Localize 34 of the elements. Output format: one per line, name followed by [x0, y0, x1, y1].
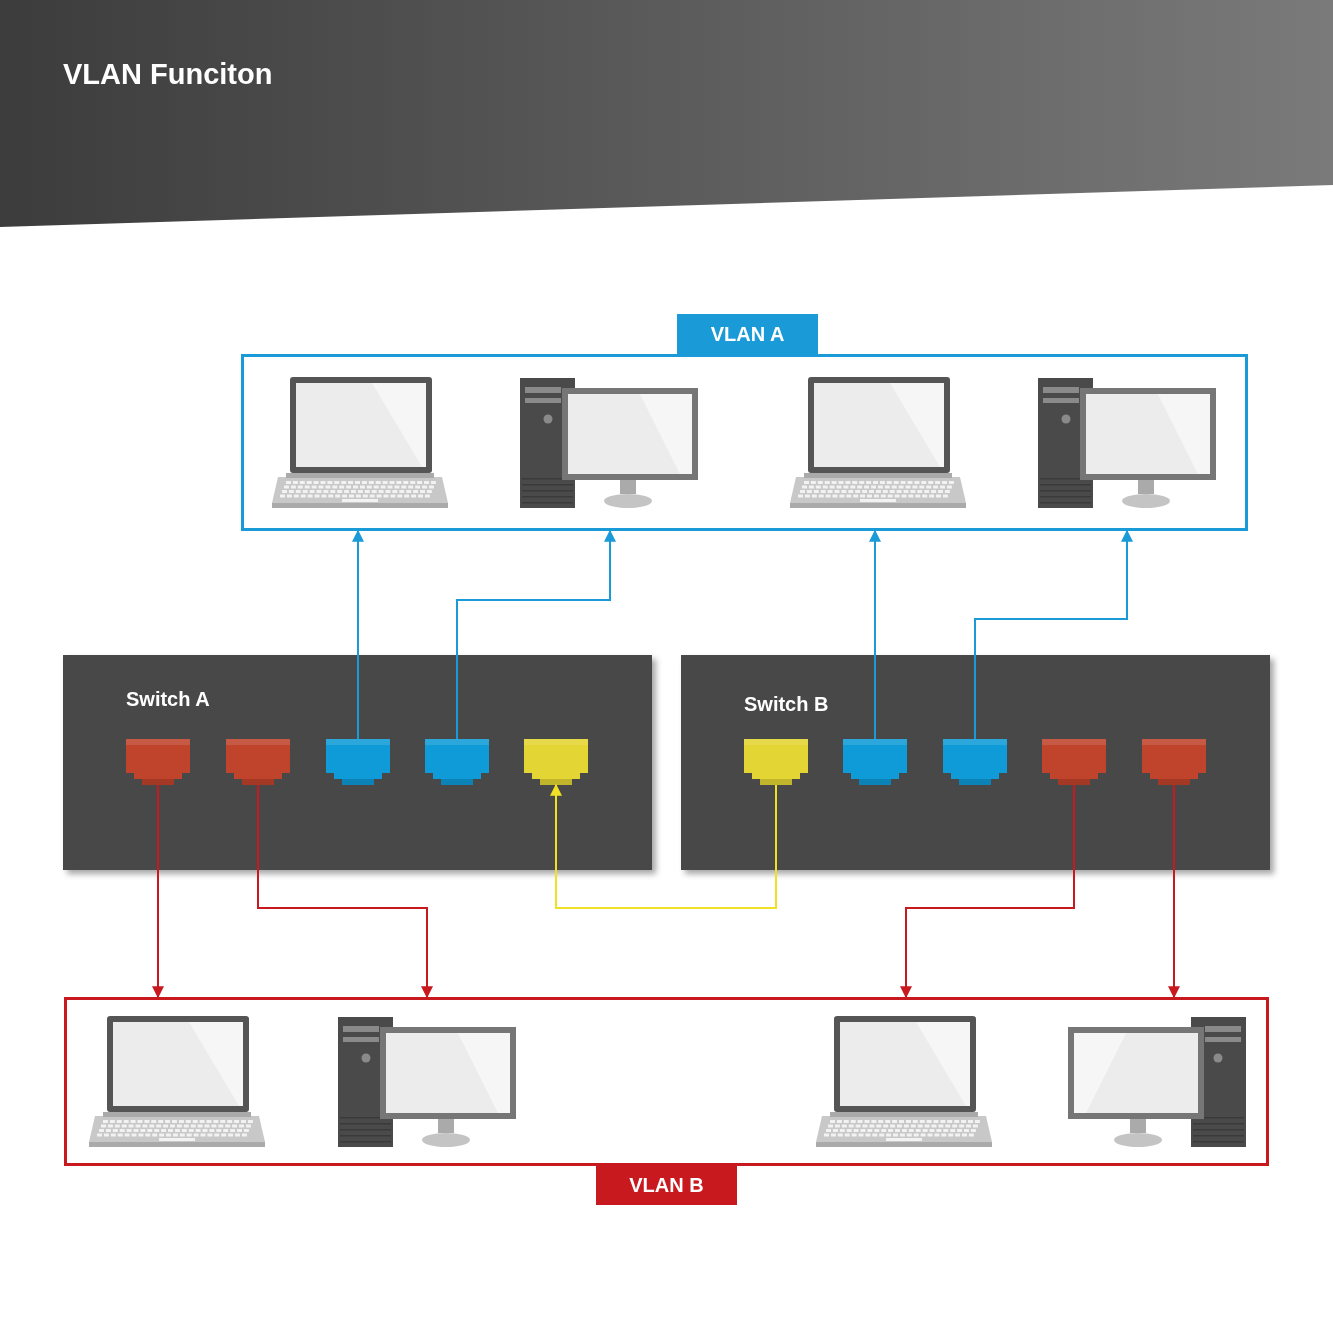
- ethernet-port-icon: [843, 739, 907, 785]
- ethernet-port-icon: [524, 739, 588, 785]
- laptop-icon: [89, 1016, 265, 1148]
- vlan-name-tab: VLAN B: [596, 1165, 737, 1205]
- laptop-icon: [816, 1016, 992, 1148]
- page-title: VLAN Funciton: [63, 58, 273, 91]
- ethernet-port-icon: [744, 739, 808, 785]
- network-switch-panel: [63, 655, 652, 870]
- connection-arrow: [974, 529, 1133, 740]
- vlan-name-tab: VLAN A: [677, 314, 818, 354]
- desktop-computer-icon: [338, 1017, 516, 1147]
- connection-arrow: [1168, 784, 1180, 999]
- network-switch-panel: [681, 655, 1270, 870]
- laptop-icon: [790, 377, 966, 509]
- connection-arrow: [456, 529, 616, 740]
- connection-arrow: [352, 529, 364, 740]
- connection-arrow: [550, 783, 777, 909]
- ethernet-port-icon: [126, 739, 190, 785]
- connection-arrow: [152, 784, 164, 999]
- switch-label: Switch B: [744, 693, 829, 716]
- desktop-computer-icon: [1038, 378, 1216, 508]
- connection-arrow: [900, 784, 1075, 999]
- ethernet-port-icon: [425, 739, 489, 785]
- desktop-computer-icon: [520, 378, 698, 508]
- connection-arrow: [257, 784, 433, 999]
- laptop-icon: [272, 377, 448, 509]
- desktop-computer-icon: [1068, 1017, 1246, 1147]
- ethernet-port-icon: [1042, 739, 1106, 785]
- ethernet-port-icon: [943, 739, 1007, 785]
- ethernet-port-icon: [326, 739, 390, 785]
- connection-arrow: [869, 529, 881, 740]
- ethernet-port-icon: [1142, 739, 1206, 785]
- ethernet-port-icon: [226, 739, 290, 785]
- switch-label: Switch A: [126, 688, 210, 711]
